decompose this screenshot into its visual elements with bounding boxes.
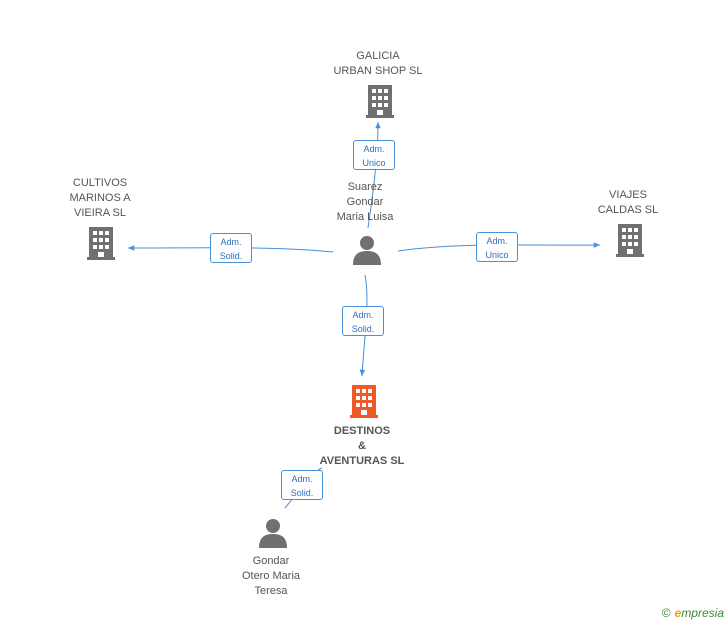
edge-label-galicia: Adm. Unico [353, 140, 395, 170]
copyright-symbol: © [661, 606, 671, 620]
node-label-gondar[interactable]: Gondar Otero Maria Teresa [241, 555, 301, 597]
edge-label-gondar: Adm. Solid. [281, 470, 323, 500]
edge-label-viajes: Adm. Unico [476, 232, 518, 262]
person-icon[interactable] [353, 236, 381, 265]
building-icon[interactable] [350, 385, 378, 418]
node-label-suarez[interactable]: Suarez Gondar Maria Luisa [336, 181, 394, 223]
edge-label-cultivos: Adm. Solid. [210, 233, 252, 263]
brand-name: mpresia [681, 606, 724, 620]
brand-initial: e [674, 606, 682, 620]
person-icon[interactable] [259, 519, 287, 548]
node-label-galicia[interactable]: GALICIA URBAN SHOP SL [333, 50, 423, 77]
building-icon[interactable] [616, 224, 644, 257]
edge-to-galicia [367, 121, 381, 229]
building-icon[interactable] [87, 227, 115, 260]
edge-label-destinos: Adm. Solid. [342, 306, 384, 336]
brand-footer: ©empresia [662, 606, 724, 620]
node-label-viajes[interactable]: VIAJES CALDAS SL [597, 189, 659, 216]
node-label-destinos[interactable]: DESTINOS & AVENTURAS SL [319, 425, 405, 467]
node-label-cultivos[interactable]: CULTIVOS MARINOS A VIEIRA SL [69, 177, 131, 219]
building-icon[interactable] [366, 85, 394, 118]
